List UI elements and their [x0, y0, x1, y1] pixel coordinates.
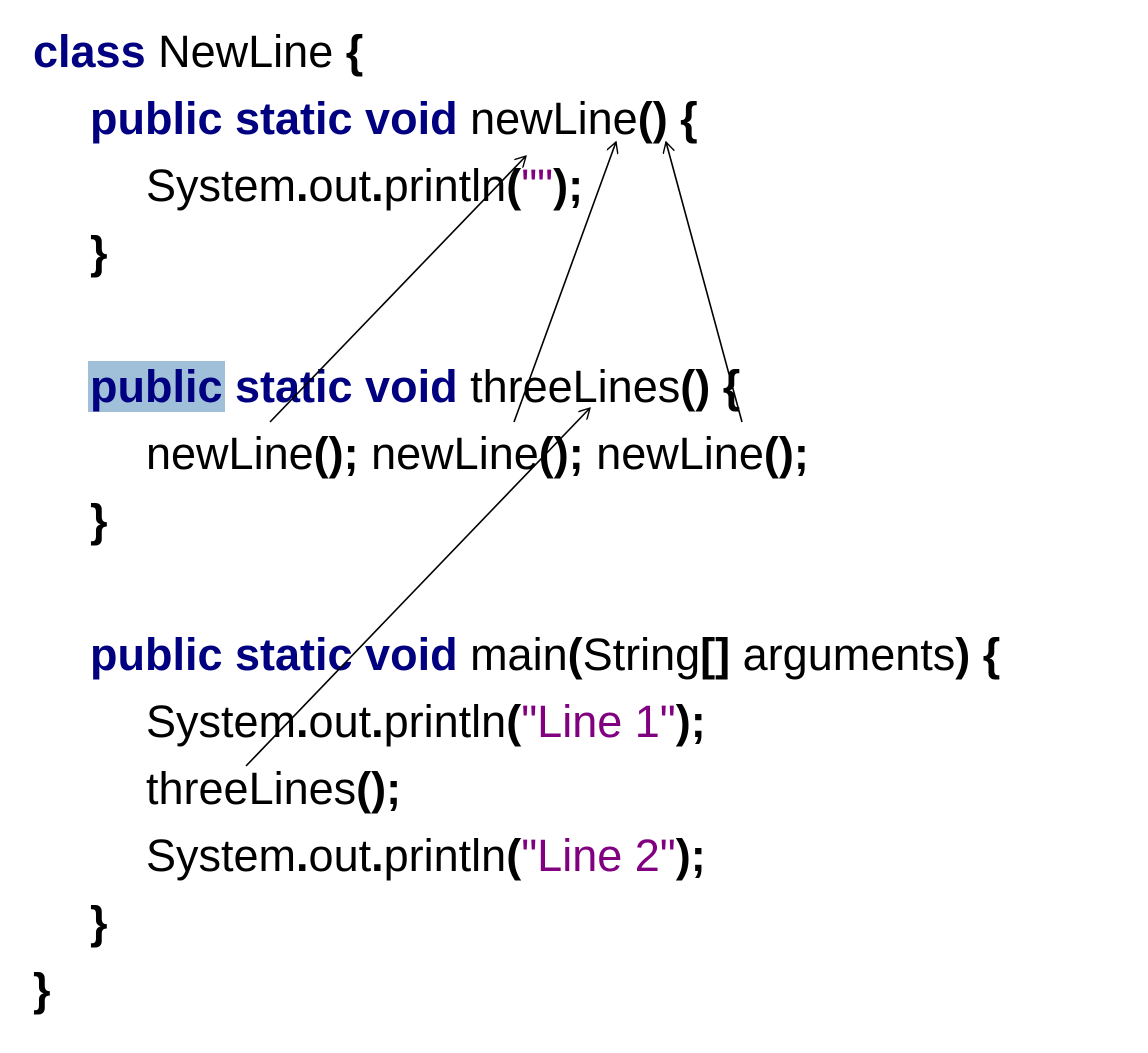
code-line: public static void threeLines() { — [88, 361, 741, 413]
code-token: ); — [675, 830, 706, 881]
code-token: ); — [675, 696, 706, 747]
code-line: } — [90, 897, 108, 949]
code-line: threeLines(); — [146, 763, 401, 815]
code-line: System.out.println(""); — [146, 160, 583, 212]
code-token: public — [88, 361, 225, 412]
code-token: () { — [680, 361, 741, 412]
code-token: out — [308, 830, 372, 881]
code-token: newLine — [358, 428, 539, 479]
code-line: System.out.println("Line 2"); — [146, 830, 706, 882]
code-line: } — [90, 495, 108, 547]
code-token: ( — [567, 629, 583, 680]
code-token: ( — [506, 160, 522, 211]
code-token: newLine — [146, 428, 314, 479]
code-token: threeLines — [146, 763, 357, 814]
code-token: ); — [553, 160, 584, 211]
code-token: . — [296, 696, 309, 747]
code-token: "Line 1" — [521, 696, 676, 747]
code-token: [] — [700, 629, 731, 680]
code-token: static void — [222, 361, 458, 412]
code-token: public static void — [90, 629, 458, 680]
code-token: println — [383, 160, 507, 211]
code-line: class NewLine { — [33, 26, 363, 78]
code-token: System — [146, 160, 297, 211]
code-token: } — [90, 227, 108, 278]
code-token: (); — [763, 428, 809, 479]
code-token: { — [345, 26, 364, 77]
code-token: public static void — [90, 93, 458, 144]
code-line: } — [33, 964, 51, 1016]
code-token: . — [371, 696, 384, 747]
code-token: ( — [506, 830, 522, 881]
code-token: . — [296, 830, 309, 881]
code-line: } — [90, 227, 108, 279]
code-token: (); — [538, 428, 584, 479]
code-token: } — [90, 495, 108, 546]
code-token: NewLine — [145, 26, 346, 77]
code-token: . — [296, 160, 309, 211]
code-line: System.out.println("Line 1"); — [146, 696, 706, 748]
code-token: out — [308, 696, 372, 747]
code-token: String — [582, 629, 701, 680]
code-token: "" — [521, 160, 554, 211]
code-token: println — [383, 696, 507, 747]
code-token: "Line 2" — [521, 830, 676, 881]
code-token: println — [383, 830, 507, 881]
code-token: . — [371, 160, 384, 211]
code-token: } — [90, 897, 108, 948]
code-token: (); — [313, 428, 359, 479]
code-token: threeLines — [457, 361, 681, 412]
code-token: () { — [637, 93, 698, 144]
code-token: out — [308, 160, 372, 211]
code-token: } — [33, 964, 51, 1015]
code-token: arguments — [730, 629, 956, 680]
code-token: System — [146, 696, 297, 747]
code-token: class — [33, 26, 146, 77]
code-token: newLine — [583, 428, 764, 479]
code-token: . — [371, 830, 384, 881]
code-token: System — [146, 830, 297, 881]
code-token: (); — [356, 763, 402, 814]
code-token: newLine — [457, 93, 638, 144]
code-token: main — [457, 629, 568, 680]
code-line: public static void newLine() { — [90, 93, 698, 145]
code-line: public static void main(String[] argumen… — [90, 629, 1000, 681]
code-token: ) { — [955, 629, 1001, 680]
code-line: newLine(); newLine(); newLine(); — [146, 428, 809, 480]
code-token: ( — [506, 696, 522, 747]
